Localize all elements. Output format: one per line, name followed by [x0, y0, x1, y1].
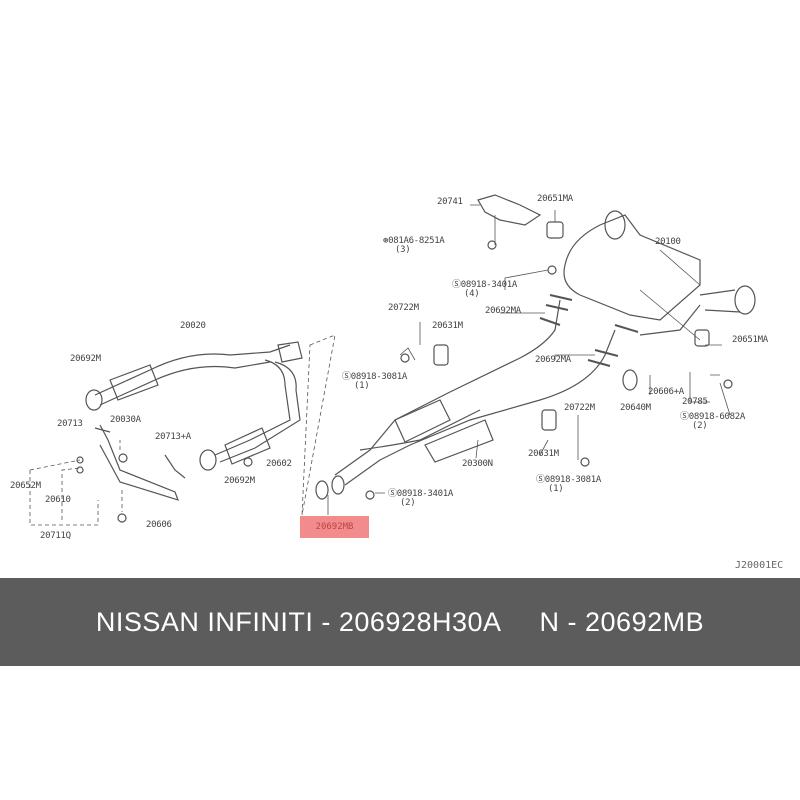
- leader-lines: [327, 204, 731, 515]
- rubber-mount: [541, 409, 557, 431]
- part-label: 20640M: [620, 403, 651, 413]
- part-label: 20100: [655, 237, 681, 247]
- clamps: [539, 294, 639, 367]
- bracket: [94, 424, 186, 501]
- part-label: 20692MA: [535, 355, 571, 365]
- part-number-banner: NISSAN INFINITI - 206928H30A N - 20692MB: [0, 578, 800, 666]
- part-label: 20722M: [564, 403, 595, 413]
- nut: [400, 353, 410, 363]
- center-pipe: [334, 299, 616, 486]
- exhaust-system-drawing: [29, 194, 756, 526]
- rubber-mount: [694, 329, 710, 347]
- part-label: Ⓢ08918-6082A(2): [680, 412, 746, 431]
- part-label: 20692M: [224, 476, 255, 486]
- part-label: Ⓢ08918-3401A(4): [452, 280, 518, 299]
- nut: [580, 457, 590, 467]
- main-muffler: [563, 214, 701, 321]
- part-number: 081A6-8251A: [388, 236, 445, 246]
- part-label: 20631M: [528, 449, 559, 459]
- part-reference: N - 20692MB: [539, 606, 705, 637]
- part-number: 08918-3081A: [544, 475, 602, 485]
- nut: [723, 379, 733, 389]
- front-pipe: [94, 344, 301, 463]
- part-number: 08918-3401A: [460, 280, 518, 290]
- gasket-ring: [199, 449, 217, 471]
- part-label: 20785: [682, 397, 708, 407]
- part-label: 20030A: [110, 415, 141, 425]
- hanger-bracket: [477, 194, 542, 226]
- bolt: [117, 513, 127, 523]
- gasket-ring: [85, 389, 103, 411]
- part-label: 20020: [180, 321, 206, 331]
- part-label: 20606+A: [648, 387, 684, 397]
- tail-tip: [734, 285, 756, 315]
- nut: [243, 457, 253, 467]
- rubber-mount: [546, 221, 564, 239]
- part-label: 20610: [45, 495, 71, 505]
- part-label: 20631M: [432, 321, 463, 331]
- gasket-ring: [331, 475, 345, 495]
- brand-oem-number: NISSAN INFINITI - 206928H30A: [95, 606, 502, 637]
- flange: [277, 341, 303, 363]
- catalyst: [109, 364, 271, 465]
- part-label: ⊛081A6-8251A(3): [383, 236, 445, 255]
- mount: [622, 369, 638, 391]
- quantity: (1): [354, 381, 370, 391]
- gasket-ring: [315, 480, 329, 500]
- part-label: 20692M: [70, 354, 101, 364]
- rubber-mount: [433, 344, 449, 366]
- part-number: 08918-3401A: [396, 489, 454, 499]
- nut: [76, 466, 84, 474]
- leader-lines: [29, 334, 336, 526]
- part-label: 20713+A: [155, 432, 191, 442]
- part-label: Ⓢ08918-3401A(2): [388, 489, 454, 508]
- nut: [547, 265, 557, 275]
- part-label: 20741: [437, 197, 463, 207]
- nut: [118, 453, 128, 463]
- part-label: 20652M: [10, 481, 41, 491]
- part-label: 20722M: [388, 303, 419, 313]
- nut: [76, 456, 84, 464]
- quantity: (1): [548, 484, 564, 494]
- diagram-code: J20001EC: [735, 560, 784, 571]
- quantity: (2): [692, 421, 708, 431]
- part-label: 20300N: [462, 459, 493, 469]
- quantity: (3): [395, 245, 411, 255]
- quantity: (2): [400, 498, 416, 508]
- part-label: 20651MA: [732, 335, 768, 345]
- resonator: [394, 399, 494, 463]
- part-label: 20692MA: [485, 306, 521, 316]
- part-label: 20711Q: [40, 531, 71, 541]
- part-label: 20713: [57, 419, 83, 429]
- quantity: (4): [464, 289, 480, 299]
- part-label: Ⓢ08918-3081A(1): [536, 475, 602, 494]
- tail-tip: [604, 210, 626, 240]
- part-number: 08918-6082A: [688, 412, 746, 422]
- bolt: [487, 240, 497, 250]
- nut: [365, 490, 375, 500]
- part-label: Ⓢ08918-3081A(1): [342, 372, 408, 391]
- part-label: 20606: [146, 520, 172, 530]
- part-number: 08918-3081A: [350, 372, 408, 382]
- part-label: 20602: [266, 459, 292, 469]
- tail-pipe: [639, 289, 741, 336]
- highlighted-part-label[interactable]: 20692MB: [300, 516, 369, 538]
- part-label: 20651MA: [537, 194, 573, 204]
